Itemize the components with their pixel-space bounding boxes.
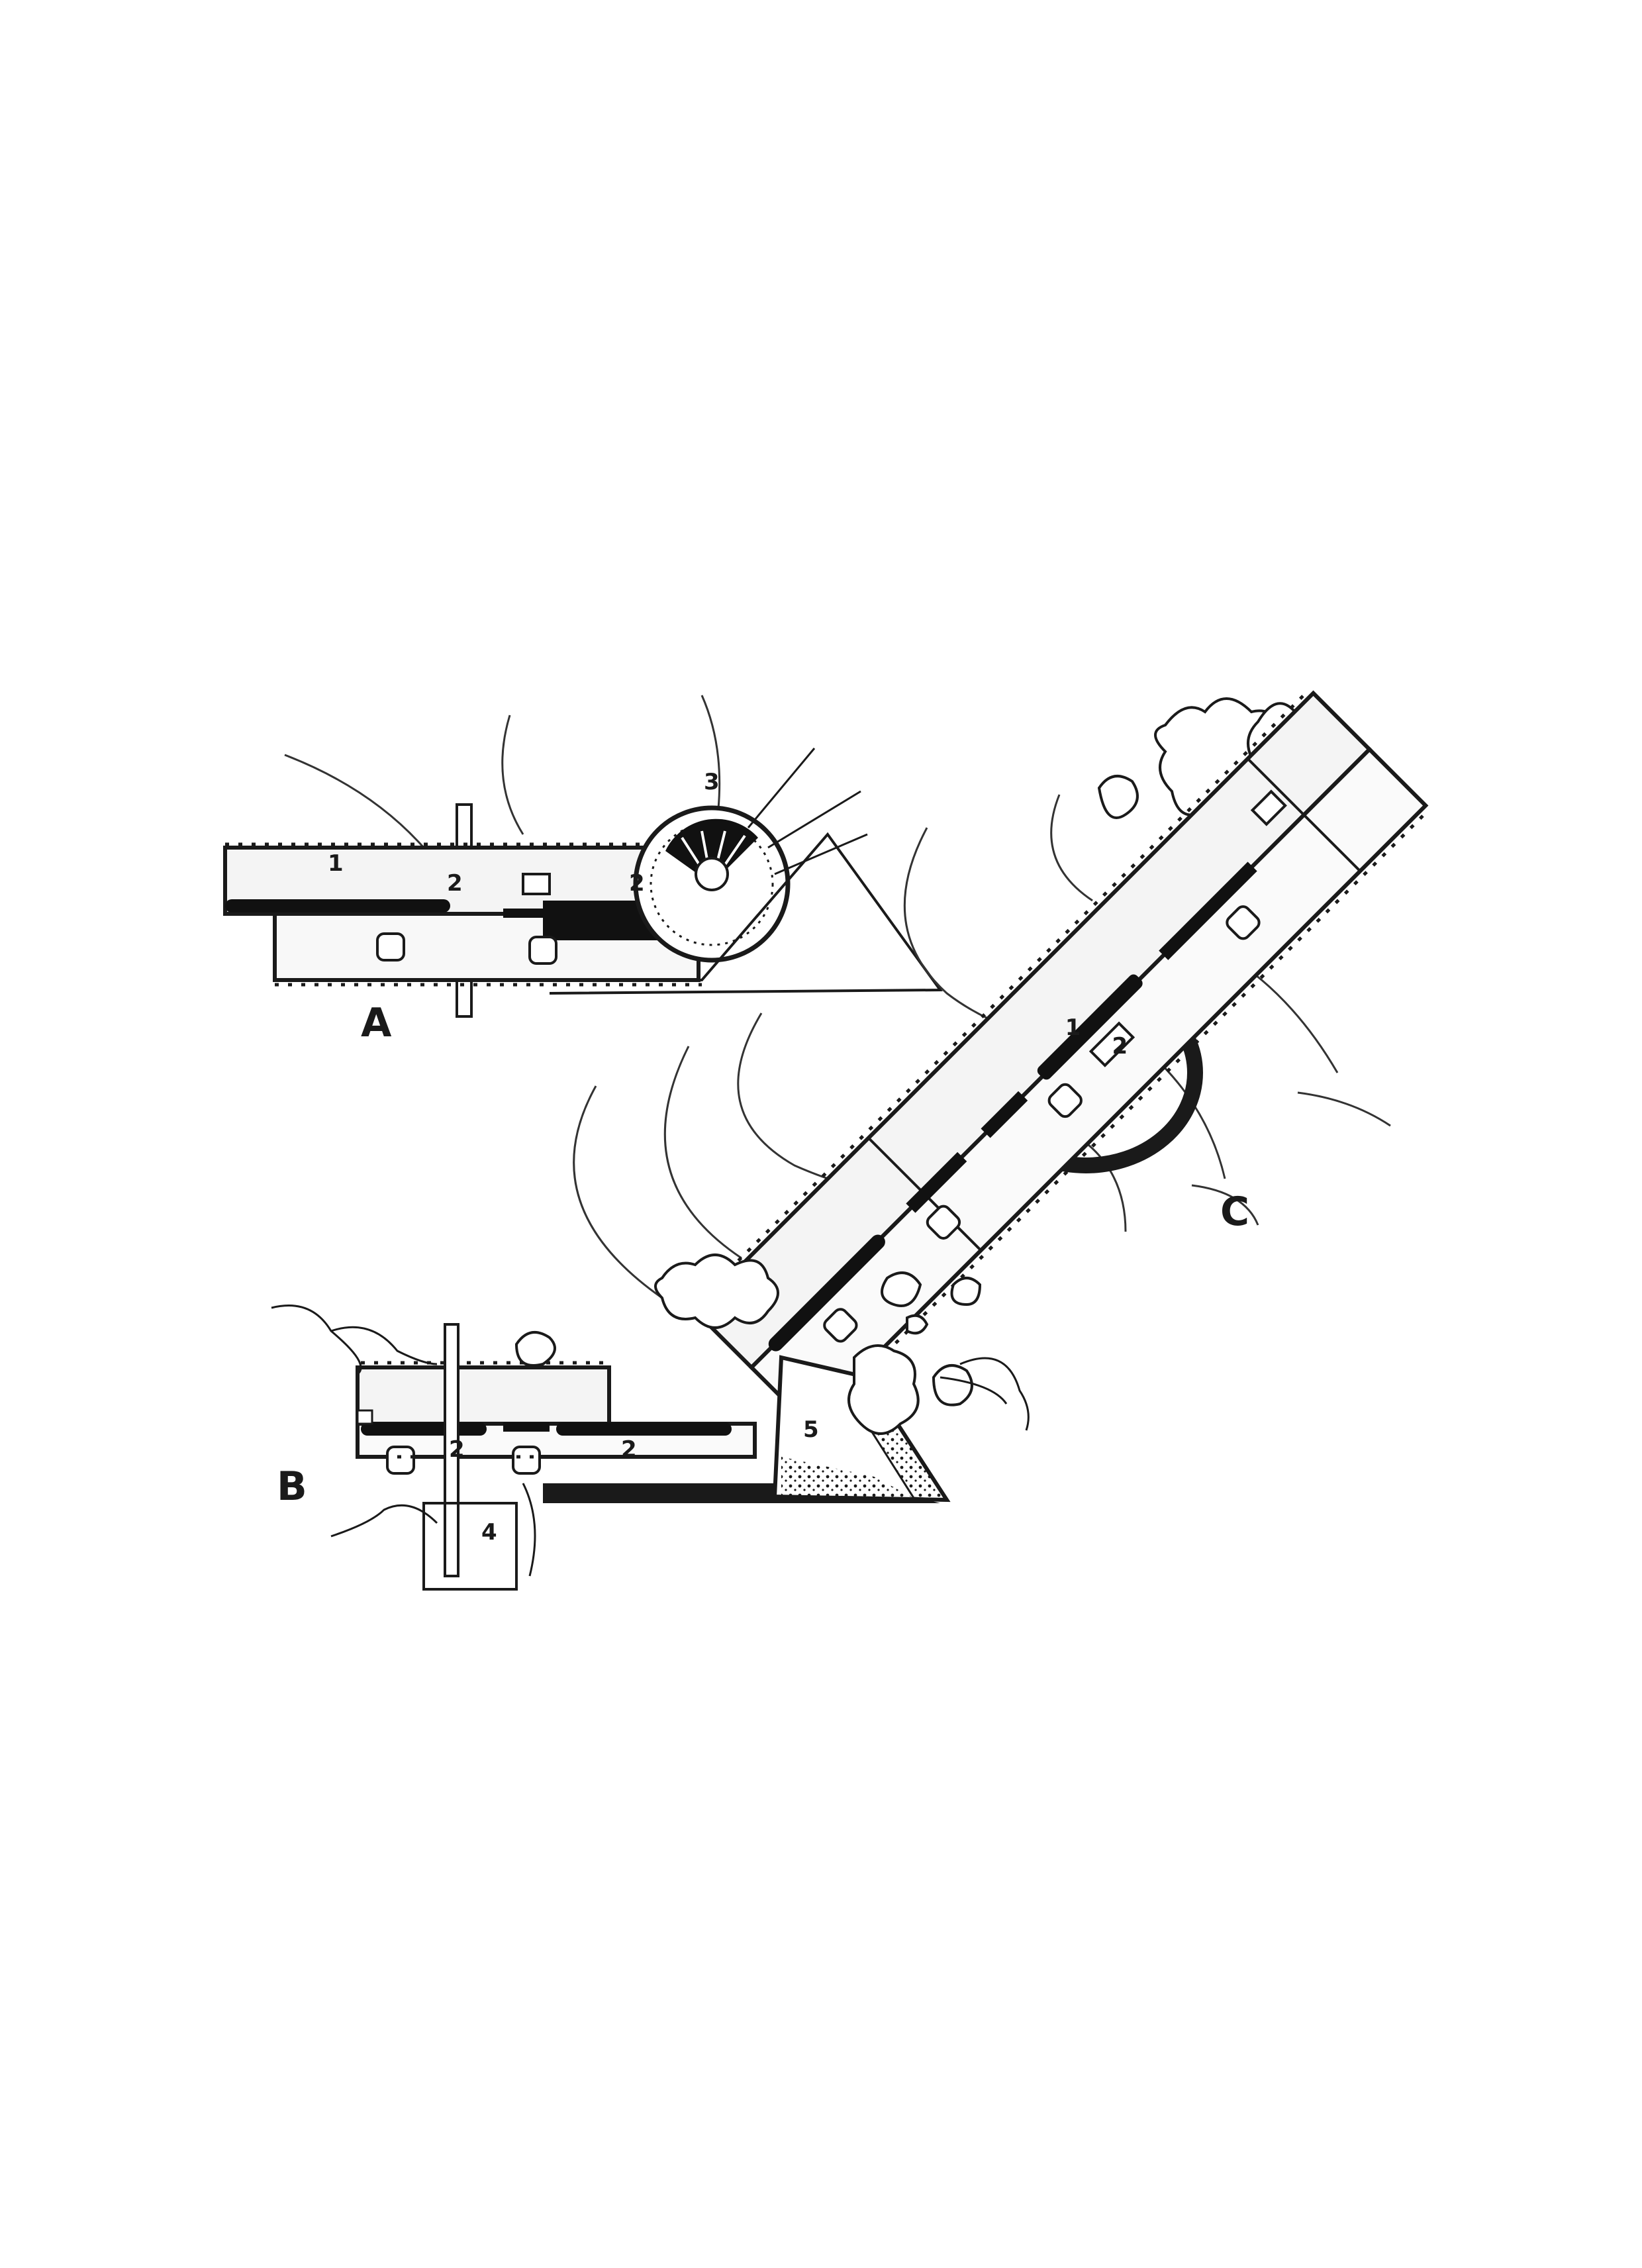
plan-b-callout-4: 4 [481,1519,497,1546]
plan-a-label: A [361,1000,392,1046]
plan-b-vertical-shaft [444,1323,459,1577]
plan-b-and-c: 1 2 [271,688,1431,1591]
vegetation-clusters [514,1254,982,1435]
plan-a-fixtures [376,873,557,965]
plan-a-callout-2-right: 2 [629,870,645,897]
plan-c-label: C [1220,1189,1249,1235]
plan-a-callout-1: 1 [328,850,344,877]
plan-a: 1 2 2 3 A [223,695,943,1046]
plan-a-dark-band-left [225,899,450,912]
plan-a-dark-band-center [503,909,543,918]
plan-c-fixtures [823,789,1287,1343]
plan-a-spiral-stair [665,818,758,891]
plan-c-diagonal-wing: 1 2 [690,688,1431,1429]
plan-a-callout-2-left: 2 [447,870,463,897]
plan-a-contour-lines [284,695,721,848]
plan-a-callout-3: 3 [704,769,720,795]
plan-b-callout-5: 5 [803,1416,819,1443]
plan-c-callout-2: 2 [1112,1033,1128,1060]
plan-b-dark-band-right [556,1422,732,1436]
plan-c-dark-bands [768,862,1257,1352]
plan-a-axis-lines [747,748,868,875]
plan-b-label: B [277,1463,307,1510]
plan-b-callout-2-right: 2 [621,1436,637,1463]
plan-b-callout-2-left: 2 [449,1436,465,1463]
plan-b-dark-band-left [361,1422,487,1436]
plan-b-entry-path [422,1502,518,1591]
plan-b-terrain-lines [271,1305,1030,1577]
plan-c-callout-1: 1 [1065,1014,1081,1041]
plan-a-terrace-outline [549,832,943,995]
plan-b-fixtures [386,1446,541,1475]
plan-b-dark-band-center [503,1422,550,1432]
